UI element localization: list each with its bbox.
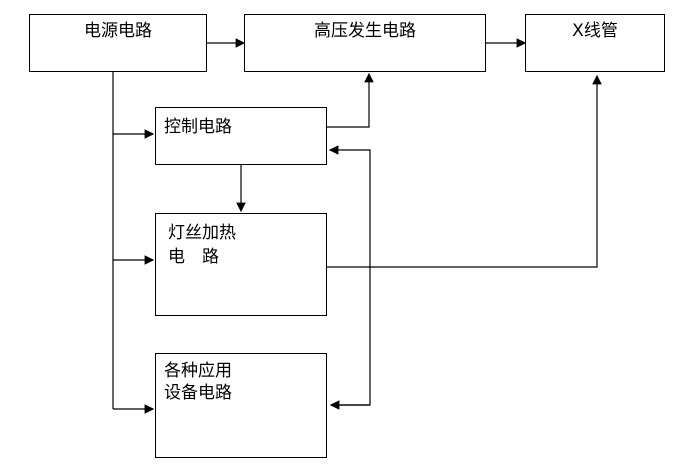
high-voltage-circuit-box: 高压发生电路 — [244, 14, 486, 72]
arrow-equipment-to-control — [328, 145, 371, 406]
xray-tube-box: X线管 — [525, 14, 665, 72]
equipment-circuit-label-line1: 各种应用 — [164, 361, 232, 381]
arrow-control-to-highvoltage — [327, 72, 374, 128]
xray-tube-label: X线管 — [572, 21, 618, 41]
filament-heating-circuit-box: 灯丝加热 电 路 — [155, 213, 327, 316]
arrow-filament-to-xraytube — [327, 74, 602, 268]
high-voltage-circuit-label: 高压发生电路 — [314, 21, 416, 41]
equipment-circuit-label-line2: 设备电路 — [164, 383, 232, 403]
equipment-circuit-box: 各种应用 设备电路 — [155, 353, 327, 458]
power-circuit-box: 电源电路 — [29, 14, 207, 72]
control-circuit-label: 控制电路 — [164, 117, 232, 137]
filament-heating-label-line2: 电 路 — [168, 247, 219, 267]
filament-heating-label-line1: 灯丝加热 — [168, 223, 236, 243]
power-circuit-label: 电源电路 — [84, 21, 152, 41]
control-circuit-box: 控制电路 — [155, 107, 327, 165]
